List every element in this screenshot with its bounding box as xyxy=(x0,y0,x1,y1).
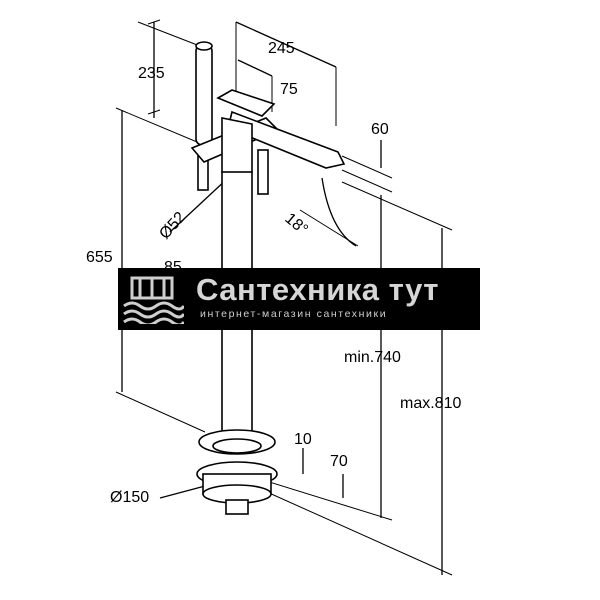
dim-150: Ø150 xyxy=(110,489,149,506)
tick xyxy=(147,109,161,115)
dim-75: 75 xyxy=(280,81,298,98)
mixer-body xyxy=(221,117,253,179)
tick xyxy=(147,19,161,25)
dim-245: 245 xyxy=(268,40,295,57)
dim-line-245 xyxy=(235,21,337,68)
lever xyxy=(216,89,276,117)
dim-max810: max.810 xyxy=(400,395,461,412)
dim-52: Ø52 xyxy=(156,209,189,243)
extension-line xyxy=(249,475,393,521)
leader-line xyxy=(169,177,229,233)
extension-line xyxy=(257,487,453,576)
hand-shower-top xyxy=(195,41,213,51)
hose-connector xyxy=(257,149,269,195)
leader-line xyxy=(159,485,206,499)
dim-10: 10 xyxy=(294,431,312,448)
extension-line xyxy=(115,391,206,433)
extension-line xyxy=(341,181,453,231)
dim-70: 70 xyxy=(330,453,348,470)
extension-line xyxy=(341,155,393,179)
watermark-logo-icon xyxy=(123,276,184,324)
base-rosette-inner xyxy=(212,438,262,454)
mounting-bolts xyxy=(225,499,249,515)
hand-shower xyxy=(195,44,213,146)
dim-655: 655 xyxy=(86,249,113,266)
dim-min740: min.740 xyxy=(344,349,401,366)
watermark-banner: Сантехника тут интернет-магазин сантехни… xyxy=(118,268,480,330)
extension-line xyxy=(341,169,393,193)
watermark-title: Сантехника тут xyxy=(196,272,439,307)
angle-arc xyxy=(321,177,357,247)
extension-line xyxy=(137,21,206,49)
dim-235: 235 xyxy=(138,65,165,82)
dim-60: 60 xyxy=(371,121,389,138)
dim-line-75 xyxy=(237,59,273,77)
extension-line xyxy=(299,209,359,247)
watermark-subtitle: интернет-магазин сантехники xyxy=(200,308,388,320)
